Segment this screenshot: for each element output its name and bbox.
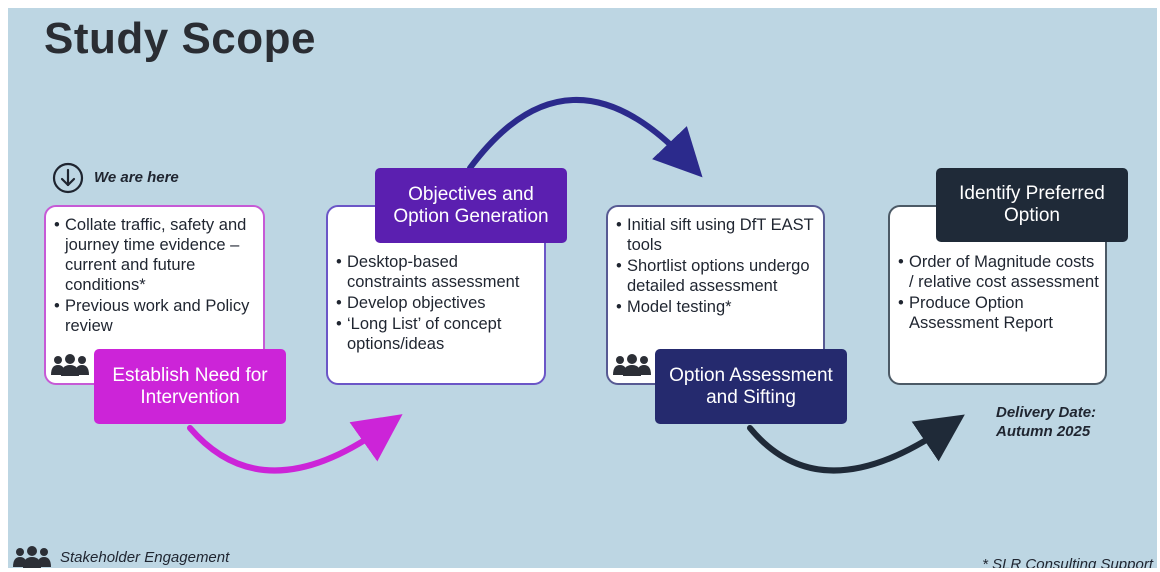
slide: Study Scope We are here Collate traffic: [8, 8, 1157, 568]
step-3-bullet-3: Model testing*: [616, 297, 817, 317]
footnote: * SLR Consulting Support: [982, 556, 1153, 568]
we-are-here-marker: We are here: [52, 162, 272, 196]
arrow-step1-to-step2: [187, 414, 403, 474]
page-title: Study Scope: [44, 14, 316, 63]
we-are-here-text: We are here: [94, 169, 179, 186]
people-group-icon: [612, 354, 652, 376]
delivery-date-value: Autumn 2025: [996, 423, 1091, 440]
step-4-bullet-1: Order of Magnitude costs / relative cost…: [898, 252, 1099, 292]
step-1-bullet-2: Previous work and Policy review: [54, 296, 257, 336]
step-3-bullet-2: Shortlist options undergo detailed asses…: [616, 256, 817, 296]
step-2-bullet-3: ‘Long List’ of concept options/ideas: [336, 314, 538, 354]
step-4-bullet-2: Produce Option Assessment Report: [898, 293, 1099, 333]
step-4-label: Identify Preferred Option: [936, 168, 1128, 242]
step-2-bullet-2: Develop objectives: [336, 293, 538, 313]
step-2-bullet-1: Desktop-based constraints assessment: [336, 252, 538, 292]
step-1-label: Establish Need for Intervention: [94, 349, 286, 424]
people-group-icon: [50, 354, 90, 376]
arrow-step3-to-step4: [747, 414, 965, 474]
arrow-step2-to-step3: [467, 97, 703, 178]
delivery-date-label: Delivery Date:: [996, 404, 1097, 421]
flow-arrows: [187, 97, 965, 474]
people-group-icon: [12, 546, 52, 568]
step-1-bullet-1: Collate traffic, safety and journey time…: [54, 215, 257, 295]
step-3-label: Option Assessment and Sifting: [655, 349, 847, 424]
down-arrow-circle-icon: [52, 162, 84, 194]
legend-stakeholder-engagement: Stakeholder Engagement: [60, 549, 230, 566]
delivery-date: Delivery Date: Autumn 2025: [996, 403, 1096, 441]
step-3-bullet-1: Initial sift using DfT EAST tools: [616, 215, 817, 255]
step-2-label: Objectives and Option Generation: [375, 168, 567, 243]
